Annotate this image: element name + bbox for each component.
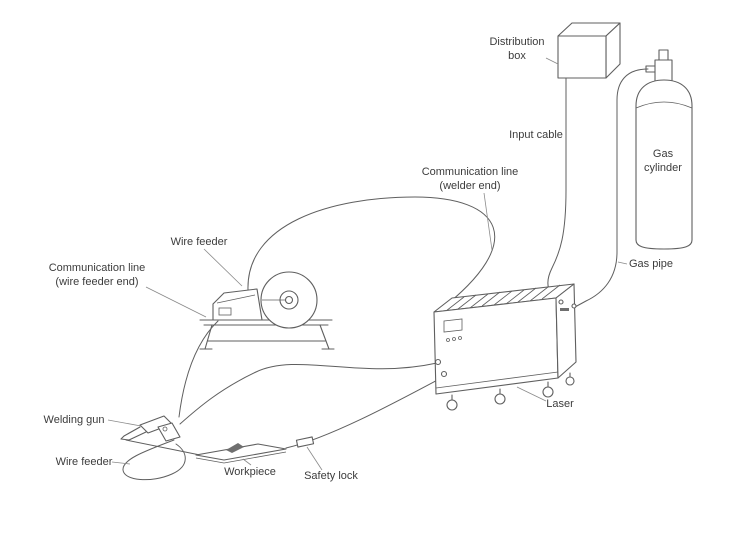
communication-line-welder-path <box>247 196 496 311</box>
distribution-box-front <box>557 35 607 79</box>
label-welding-gun: Welding gun <box>43 414 105 426</box>
feeder-body-detail <box>216 294 256 304</box>
cylinder-valve-body <box>654 59 673 82</box>
label-laser: Laser <box>546 398 574 410</box>
label-communication-line-welder: Communication line (welder end) <box>421 166 519 192</box>
laser-machine <box>433 283 577 411</box>
laser-button-1 <box>446 338 450 342</box>
label-input-cable: Input cable <box>509 129 563 141</box>
workpiece-edge <box>195 451 287 464</box>
laser-to-gun-cable <box>179 362 438 425</box>
input-cable-line <box>547 77 567 303</box>
leader-communication-wire-feeder <box>145 286 207 318</box>
label-workpiece: Workpiece <box>224 466 276 478</box>
leader-wire-feeder-top <box>203 248 243 287</box>
label-wire-feeder-top: Wire feeder <box>170 236 228 248</box>
label-distribution-box: Distribution box <box>489 36 545 62</box>
workpiece-assembly <box>195 436 315 464</box>
laser-connector-2 <box>440 370 448 378</box>
spool-outer <box>260 271 318 329</box>
gas-pipe-line <box>574 68 649 308</box>
ground-clamp <box>226 443 244 453</box>
leader-lines <box>107 57 628 471</box>
safety-lock-device <box>295 436 315 448</box>
leader-communication-welder <box>483 192 493 251</box>
leader-workpiece <box>242 458 252 466</box>
laser-button-2 <box>452 337 456 341</box>
welding-wire <box>125 439 201 456</box>
laser-button-3 <box>458 336 462 340</box>
gas-cylinder <box>635 49 693 250</box>
feeder-panel <box>218 307 232 316</box>
feeder-body <box>212 288 263 321</box>
laser-right-face <box>555 283 577 379</box>
wire-feeder-machine <box>199 271 335 350</box>
laser-top-grill <box>445 284 561 312</box>
gun-handle <box>157 422 181 442</box>
feeder-stand <box>199 319 335 350</box>
cylinder-body <box>635 79 693 250</box>
leader-wire-feeder-bottom <box>111 461 131 465</box>
laser-top-inlet-2 <box>571 303 577 309</box>
laser-connector-1 <box>434 358 442 366</box>
wire-hose-loop <box>122 439 186 481</box>
gun-nozzle <box>120 426 147 441</box>
laser-front-face <box>433 297 559 395</box>
cylinder-valve-outlet <box>645 65 656 73</box>
label-communication-line-wire-feeder: Communication line (wire feeder end) <box>48 262 146 288</box>
laser-casters <box>446 372 575 411</box>
leader-distribution-box <box>545 57 559 65</box>
leader-safety-lock <box>306 446 323 471</box>
laser-base-line <box>435 371 559 389</box>
label-wire-feeder-bottom: Wire feeder <box>55 456 113 468</box>
leader-laser <box>516 386 547 402</box>
cylinder-valve-knob <box>658 49 669 62</box>
label-safety-lock: Safety lock <box>304 470 358 482</box>
laser-display-panel <box>443 318 463 333</box>
leader-welding-gun <box>107 419 142 427</box>
distribution-box <box>557 22 621 79</box>
cylinder-shoulder-line <box>635 101 693 109</box>
gun-trigger <box>162 426 168 432</box>
welding-gun-assembly <box>120 415 186 481</box>
label-gas-cylinder: Gas cylinder <box>644 148 682 174</box>
leader-gas-pipe <box>617 261 628 265</box>
laser-top-inlet-1 <box>558 299 564 305</box>
feeder-to-gun-cable <box>178 320 219 418</box>
label-gas-pipe: Gas pipe <box>628 258 674 270</box>
laser-brand-mark <box>560 308 569 311</box>
